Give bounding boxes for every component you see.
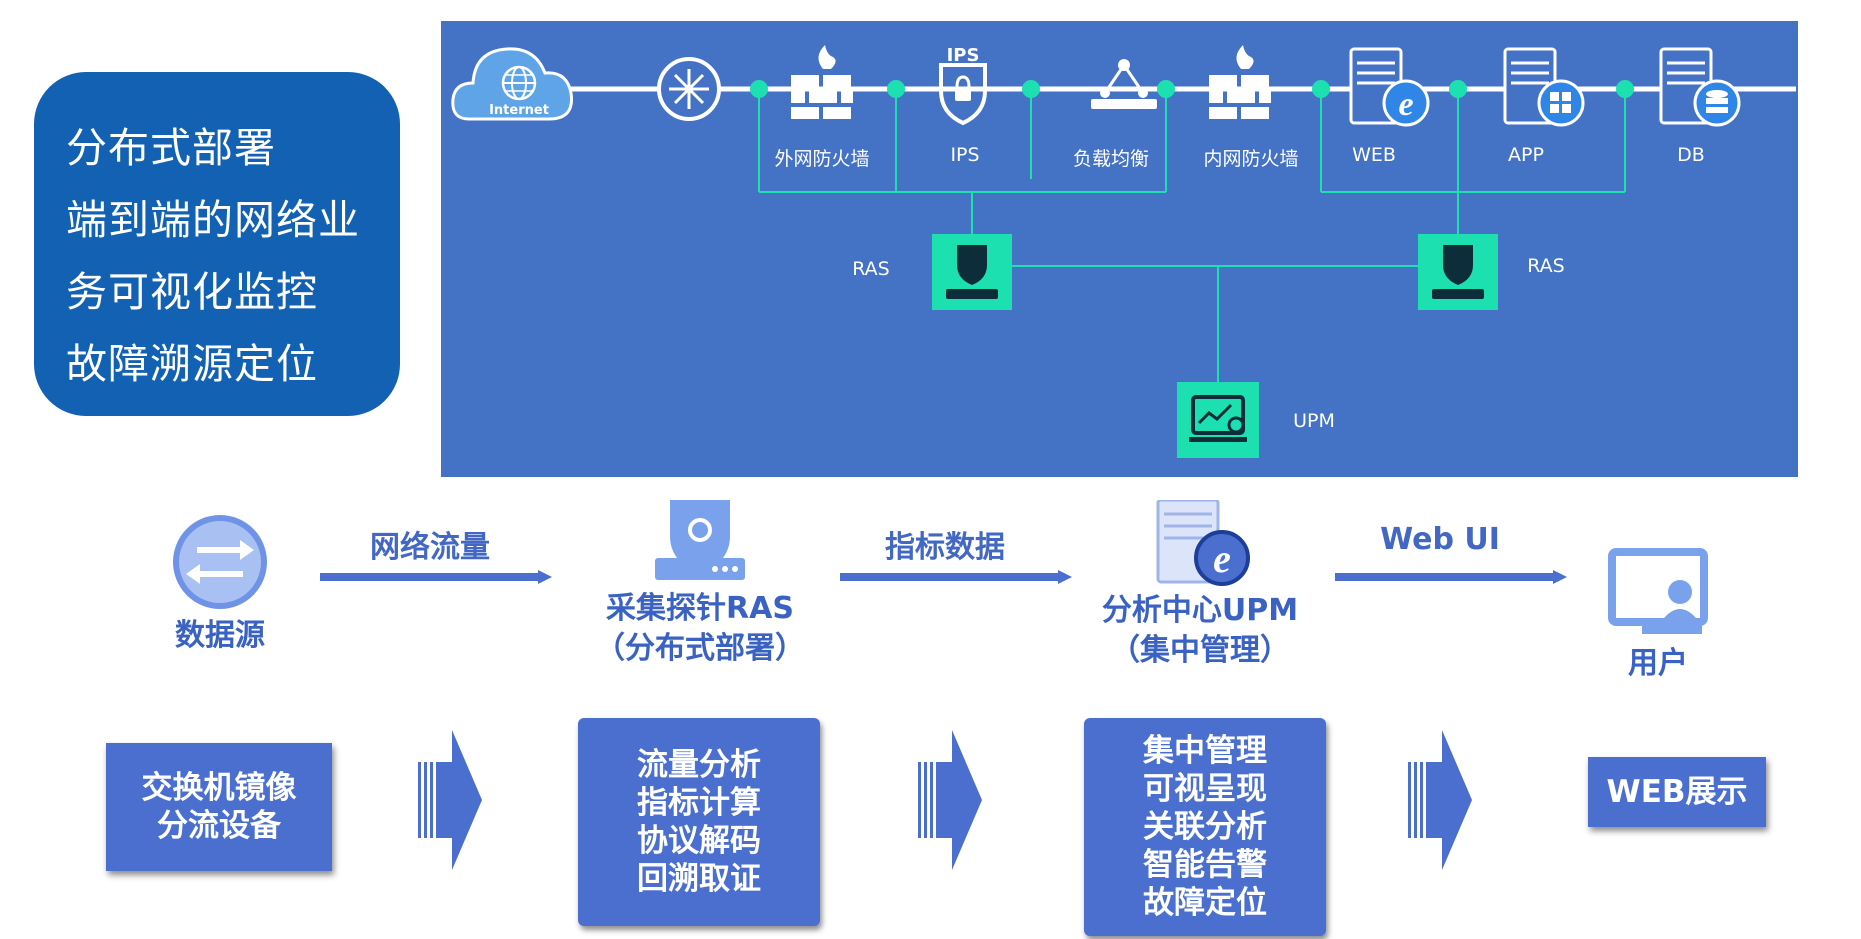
ras-right-icon [1418, 234, 1498, 310]
tap-points [750, 80, 1634, 98]
arrow-network-traffic [320, 570, 552, 584]
upm-subtitle: （集中管理） [1110, 633, 1290, 668]
inner-firewall-label: 内网防火墙 [1203, 148, 1299, 170]
box-ras-functions: 流量分析 指标计算 协议解码 回溯取证 [578, 718, 820, 926]
monitoring-links [758, 89, 1626, 382]
upm-label: UPM [1293, 410, 1335, 432]
web-label: WEB [1352, 144, 1396, 166]
box-line: 指标计算 [637, 785, 761, 821]
upm-title: 分析中心UPM [1101, 593, 1299, 628]
upm-icon [1177, 382, 1259, 458]
block-arrow-3 [1408, 730, 1472, 870]
ips-icon [939, 63, 987, 126]
svg-text:e: e [1398, 86, 1413, 123]
block-arrow-1 [418, 730, 482, 870]
feature-line: 分布式部署 [66, 124, 276, 172]
ips-label: IPS [950, 144, 980, 166]
ras-probe-title: 采集探针RAS [606, 591, 794, 626]
feature-line: 端到端的网络业 [66, 196, 360, 244]
internet-label: Internet [489, 103, 549, 118]
box-line: 协议解码 [637, 823, 761, 859]
app-server-icon [1503, 47, 1585, 127]
app-label: APP [1508, 144, 1544, 166]
inner-firewall-icon [1209, 45, 1271, 119]
box-web-display: WEB展示 [1588, 757, 1766, 827]
box-line: 回溯取证 [637, 861, 761, 897]
box-line: 故障定位 [1143, 885, 1267, 921]
outer-firewall-label: 外网防火墙 [774, 148, 870, 170]
block-arrows [418, 730, 1472, 870]
ips-badge: IPS [946, 45, 980, 66]
db-server-icon [1659, 47, 1741, 127]
data-source-icon [173, 515, 267, 609]
outer-firewall-icon [791, 45, 853, 119]
box-line: 集中管理 [1143, 733, 1267, 769]
box-line: WEB展示 [1606, 774, 1748, 810]
data-source-label: 数据源 [175, 618, 265, 653]
arrow-metric-data [840, 570, 1072, 584]
box-line: 交换机镜像 [141, 770, 297, 806]
topology-diagram: e [451, 45, 1796, 458]
box-line: 流量分析 [637, 747, 761, 783]
feature-panel: 分布式部署 端到端的网络业 务可视化监控 故障溯源定位 [34, 72, 400, 416]
user-monitor-icon [1608, 548, 1708, 634]
arrow-web-ui [1335, 570, 1567, 584]
block-arrow-2 [918, 730, 982, 870]
load-balancer-icon [1091, 59, 1157, 109]
box-switch-mirror: 交换机镜像 分流设备 [106, 743, 332, 871]
db-label: DB [1677, 144, 1705, 166]
load-balancer-label: 负载均衡 [1072, 148, 1150, 170]
box-upm-functions: 集中管理 可视呈现 关联分析 智能告警 故障定位 [1084, 718, 1326, 936]
topology-panel: e [441, 21, 1798, 477]
feature-line: 故障溯源定位 [66, 340, 318, 388]
internet-cloud-icon [451, 47, 574, 121]
web-ui-label: Web UI [1380, 522, 1500, 557]
box-line: 可视呈现 [1143, 771, 1267, 807]
web-server-icon: e [1349, 47, 1430, 127]
upm-server-icon: e [1156, 500, 1250, 586]
ras-left-label: RAS [852, 258, 890, 280]
router-icon [657, 57, 721, 121]
ras-probe-icon [655, 500, 745, 580]
box-line: 分流设备 [157, 808, 281, 844]
feature-line: 务可视化监控 [66, 268, 318, 316]
ras-left-icon [932, 234, 1012, 310]
flow-row: e [173, 500, 1708, 634]
box-line: 关联分析 [1143, 809, 1267, 845]
svg-text:e: e [1213, 536, 1231, 581]
network-traffic-label: 网络流量 [370, 530, 490, 565]
ras-right-label: RAS [1527, 255, 1565, 277]
user-label: 用户 [1628, 646, 1688, 681]
metric-data-label: 指标数据 [885, 530, 1005, 565]
box-line: 智能告警 [1143, 847, 1267, 883]
ras-probe-subtitle: （分布式部署） [595, 631, 805, 666]
